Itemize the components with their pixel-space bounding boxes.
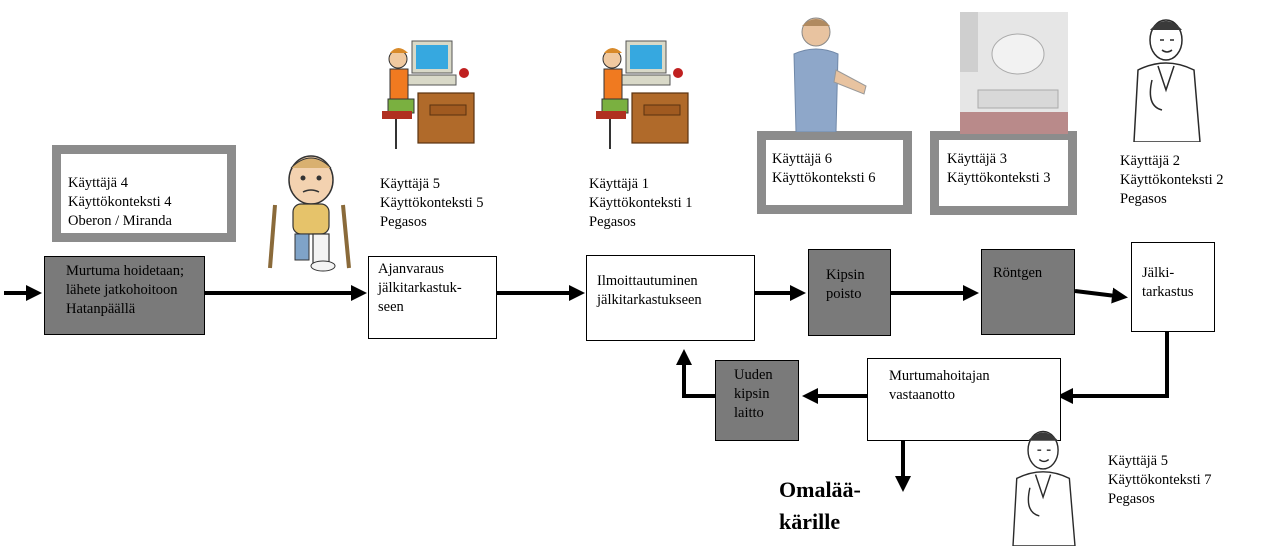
arrow-uuden-kipsin-to-ilmoittautuminen [676,349,715,398]
box-rontgen: Röntgen [981,249,1075,335]
box-kipsin-poisto: Kipsin poisto [808,249,891,336]
user-label-kayttaja-3: Käyttäjä 3 Käyttökonteksti 3 [930,131,1077,215]
user-label-kayttaja-5-vastaanotto: Käyttäjä 5 Käyttökonteksti 7 Pegasos [1108,453,1212,507]
nurse-illustration [793,17,867,132]
box-murtuma-hoidetaan: Murtuma hoidetaan; lähete jatkohoitoon H… [44,256,205,335]
user-label-kayttaja-5-ajanvaraus: Käyttäjä 5 Käyttökonteksti 5 Pegasos [380,176,484,230]
user-label-kayttaja-1: Käyttäjä 1 Käyttökonteksti 1 Pegasos [589,176,693,230]
doctor-illustration-2 [1012,430,1076,546]
exit-label-omalaakarille: Omalää- kärille [779,477,861,534]
box-jalkitarkastus: Jälki- tarkastus [1131,242,1215,332]
box-murtumahoitajan-vastaanotto: Murtumahoitajan vastaanotto [867,358,1061,441]
doctor-illustration-1 [1133,19,1201,142]
receptionist-computer-illustration-2 [596,40,689,149]
child-crutches-illustration [268,155,351,272]
arrow-rontgen-to-jalkitarkastus [1074,287,1128,304]
receptionist-computer-illustration-1 [382,40,475,149]
user-label-kayttaja-2: Käyttäjä 2 Käyttökonteksti 2 Pegasos [1120,153,1224,207]
xray-room-illustration [960,12,1068,134]
arrow-jalkitarkastus-to-murtumahoitajan [1057,332,1169,404]
box-ajanvaraus: Ajanvaraus jälkitarkastuk- seen [368,256,497,339]
user-label-kayttaja-4: Käyttäjä 4 Käyttökonteksti 4 Oberon / Mi… [52,145,236,242]
box-ilmoittautuminen: Ilmoittautuminen jälkitarkastukseen [586,255,755,341]
user-label-kayttaja-6: Käyttäjä 6 Käyttökonteksti 6 [757,131,912,214]
box-uuden-kipsin-laitto: Uuden kipsin laitto [715,360,799,441]
